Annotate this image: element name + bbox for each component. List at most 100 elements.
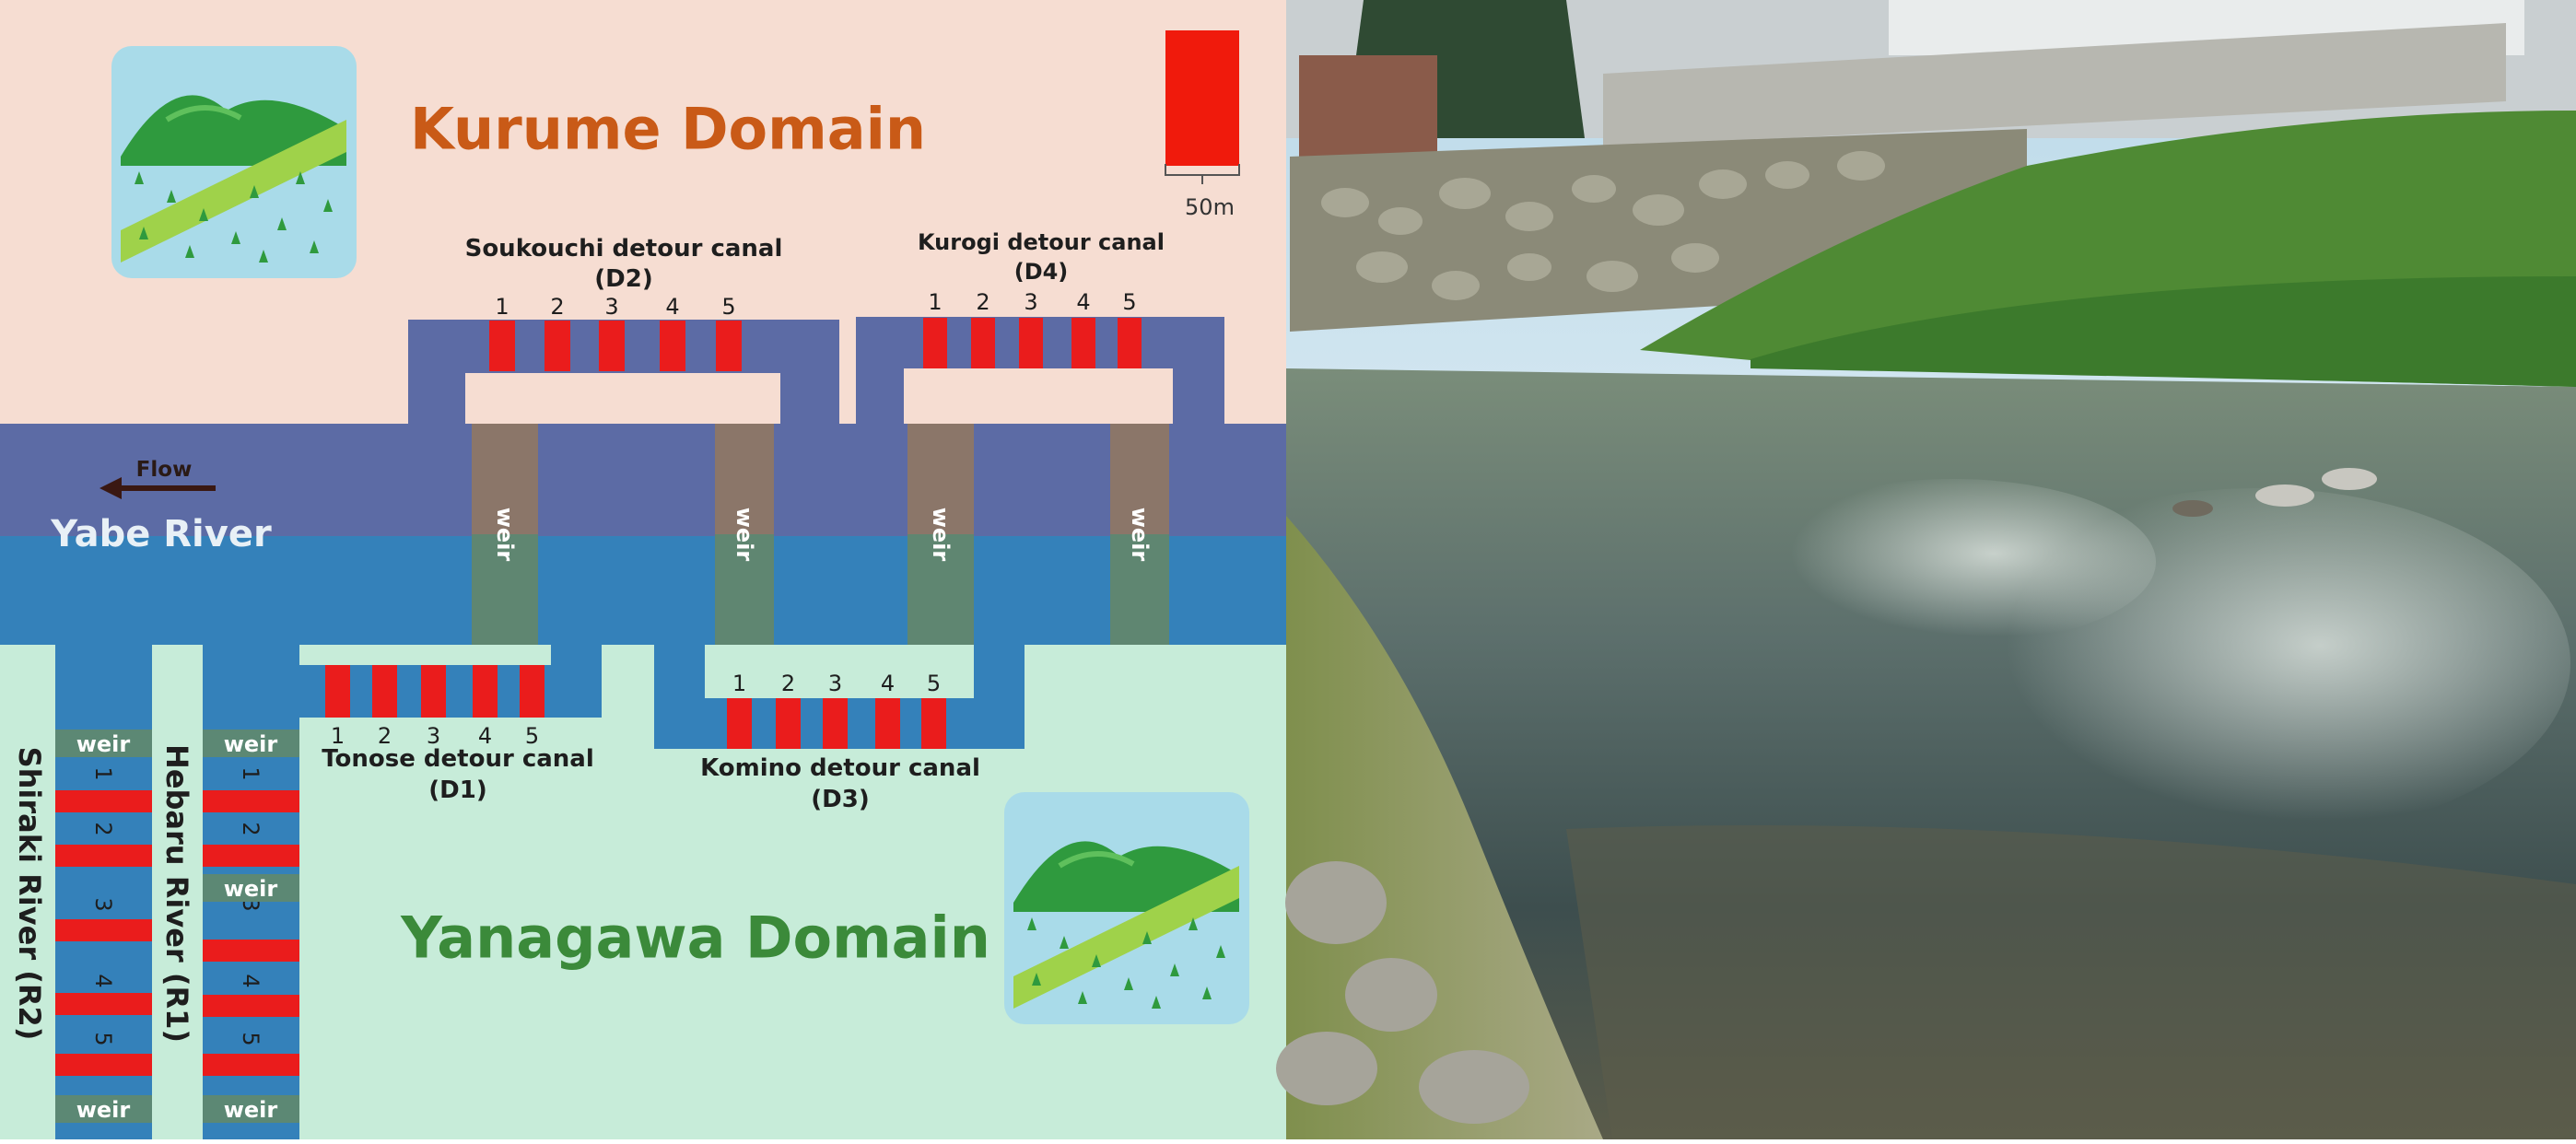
weir-label: weir — [76, 1097, 131, 1123]
d1-station-number: 2 — [378, 723, 392, 749]
weir-label: weir — [76, 731, 131, 757]
d3-station-block — [776, 698, 801, 749]
river-lower-band — [0, 536, 1286, 645]
d3-station-block — [921, 698, 946, 749]
d4-station-block — [1071, 318, 1095, 368]
weir-label: weir — [928, 508, 954, 562]
d4-station-number: 5 — [1122, 289, 1136, 315]
photo-water-glare-2 — [1751, 479, 2156, 645]
photo-rock — [2172, 500, 2213, 517]
weir-d4-east — [1110, 424, 1169, 645]
r1-station-number: 2 — [238, 822, 263, 835]
left-arrow-icon — [100, 477, 216, 499]
yanagawa-domain-title: Yanagawa Domain — [400, 905, 990, 972]
station-blocks — [55, 318, 1142, 1076]
weir-label: weir — [224, 731, 278, 757]
d4-canal-code: (D4) — [1014, 259, 1069, 285]
d2-station-number: 4 — [665, 294, 679, 320]
rice-paddy-illustration-icon — [1004, 792, 1249, 1024]
d4-canal-name: Kurogi detour canal — [918, 229, 1165, 255]
r2-weir-bottom — [55, 1095, 152, 1123]
d1-island — [299, 645, 551, 665]
d3-canal-code: (D3) — [811, 786, 869, 813]
river-photo — [1276, 0, 2576, 1139]
r2-station-number: 1 — [90, 766, 116, 780]
d2-station-block — [716, 321, 742, 371]
river-weirs: weir weir weir weir — [472, 424, 1169, 645]
d2-station-number: 3 — [604, 294, 618, 320]
d1-d3-divider — [602, 645, 654, 749]
r2-weir-top — [55, 730, 152, 757]
d4-station-number: 4 — [1076, 289, 1090, 315]
weir-label: weir — [492, 508, 518, 562]
d3-station-block — [727, 698, 752, 749]
weir-label: weir — [732, 508, 757, 562]
r1-river-name: Hebaru River (R1) — [159, 744, 194, 1043]
d3-island — [705, 645, 974, 698]
d2-island — [465, 373, 780, 424]
r1-station-block — [203, 790, 299, 812]
weir-d4-west — [907, 424, 974, 645]
r2-station-block — [55, 1054, 152, 1076]
d3-station-number: 3 — [828, 671, 842, 696]
r1-station-block — [203, 845, 299, 867]
r1-weir-top — [203, 730, 299, 757]
d2-station-block — [660, 321, 685, 371]
photo-stones — [1321, 151, 1885, 300]
d1-canal-name: Tonose detour canal — [322, 745, 594, 773]
d4-station-block — [971, 318, 995, 368]
scale-bar: 50m — [1165, 30, 1240, 220]
d1-station-block — [372, 665, 397, 718]
r1-station-block — [203, 995, 299, 1017]
d3-station-number: 1 — [732, 671, 746, 696]
d1-station-block — [325, 665, 350, 718]
d3-canal-name: Komino detour canal — [700, 754, 980, 782]
photo-riverbed — [1566, 825, 2576, 1139]
weir-label: weir — [224, 876, 278, 902]
river-name: Yabe River — [50, 513, 272, 555]
d3-station-number: 5 — [927, 671, 941, 696]
map-diagram: weir weir weir weir 1 2 3 4 5 1 2 3 4 5 1 2 3 4 5 1 2 3 4 5… — [0, 0, 1286, 1139]
d2-station-number: 2 — [550, 294, 564, 320]
d4-station-block — [1118, 318, 1142, 368]
d2-d4-divider — [839, 317, 856, 424]
r1-station-number: 4 — [238, 974, 263, 987]
d2-canal-name: Soukouchi detour canal — [465, 235, 783, 263]
d2-station-number: 5 — [721, 294, 735, 320]
r2-station-block — [55, 845, 152, 867]
d2-canal-code: (D2) — [594, 265, 652, 293]
photo-rock — [2322, 468, 2377, 490]
photo-bank-rocks — [1276, 861, 1529, 1124]
r2-station-block — [55, 790, 152, 812]
d4-station-number: 3 — [1024, 289, 1037, 315]
rice-paddy-illustration-icon — [111, 46, 357, 278]
d3-station-number: 2 — [781, 671, 795, 696]
d3-station-number: 4 — [881, 671, 895, 696]
d1-canal-code: (D1) — [428, 776, 486, 804]
r1-station-block — [203, 1054, 299, 1076]
d2-station-number: 1 — [495, 294, 509, 320]
r2-station-number: 2 — [90, 822, 116, 835]
weir-d2-west — [472, 424, 538, 645]
d2-station-block — [599, 321, 625, 371]
r2-station-number: 3 — [90, 897, 116, 911]
d4-station-number: 1 — [928, 289, 942, 315]
r1-station-block — [203, 940, 299, 962]
d4-station-block — [1019, 318, 1043, 368]
tributary-weirs: weir weir weir weir weir — [55, 730, 299, 1123]
r1-station-number: 1 — [238, 766, 263, 780]
photo-shed — [1299, 55, 1437, 157]
flow-label: Flow — [136, 458, 193, 482]
d3-station-block — [823, 698, 848, 749]
r2-station-number: 5 — [90, 1032, 116, 1045]
d1-station-number: 3 — [427, 723, 440, 749]
photo-wall — [1603, 23, 2506, 147]
r2-station-number: 4 — [90, 974, 116, 987]
scale-bar-fill — [1165, 30, 1239, 166]
weir-label: weir — [1127, 508, 1153, 562]
d3-station-block — [875, 698, 900, 749]
d2-station-block — [544, 321, 570, 371]
weir-label: weir — [224, 1097, 278, 1123]
